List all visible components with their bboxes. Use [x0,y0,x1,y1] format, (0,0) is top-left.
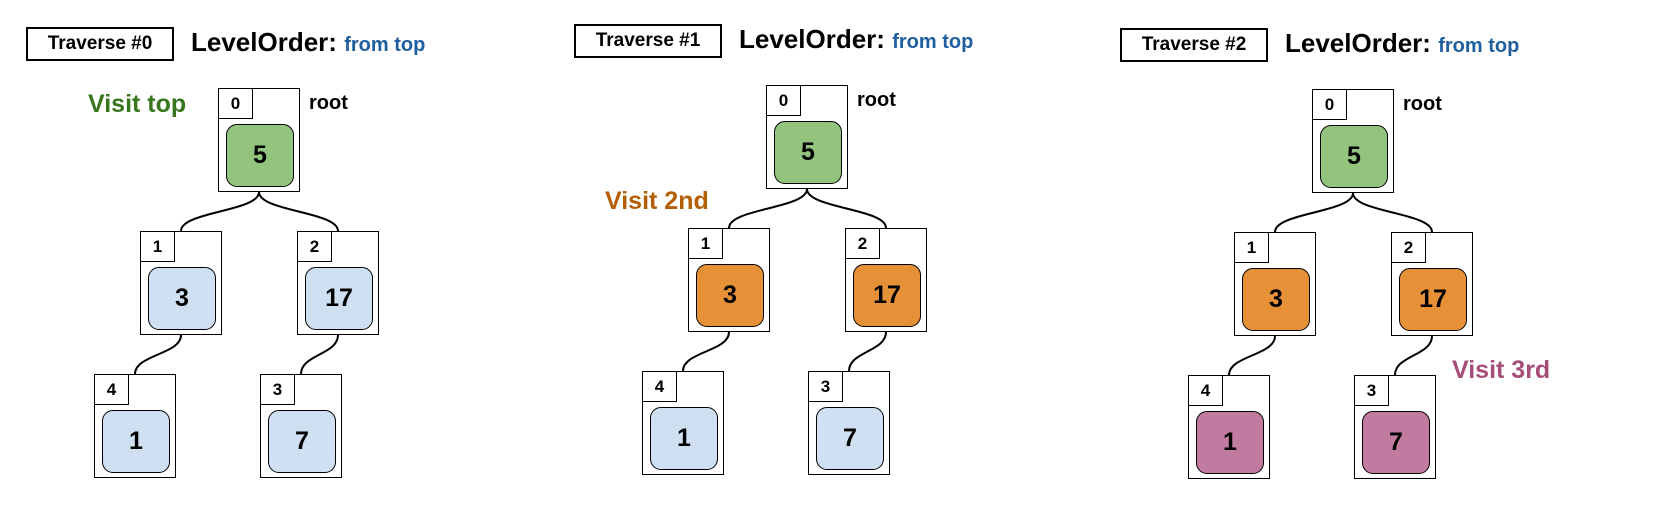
node-value: 17 [853,264,921,327]
node-value: 17 [1399,268,1467,331]
title-text: LevelOrder: [191,27,337,57]
node-value: 7 [268,410,336,473]
tree-edge [1352,192,1433,233]
level-order-title: LevelOrder: from top [1285,28,1519,59]
node-index: 2 [1392,233,1426,263]
node-value: 5 [1320,125,1388,188]
node-value: 3 [696,264,764,327]
tree-edge [848,331,887,372]
tree-edges [1228,192,1433,376]
node-index: 0 [767,86,801,116]
tree-edges [682,188,887,372]
subtitle-text: from top [1438,35,1520,57]
node-value: 5 [774,121,842,184]
node-index: 1 [1235,233,1269,263]
root-label: root [309,92,348,114]
node-index: 0 [219,89,253,119]
node-value: 5 [226,124,294,187]
subtitle-text: from top [892,31,974,53]
traverse-label: Traverse #1 [574,24,722,58]
tree-edge [1394,335,1433,376]
node-index: 4 [643,372,677,402]
level-order-title: LevelOrder: from top [739,24,973,55]
traverse-panel: Traverse #0 LevelOrder: from top root Visit… [0,0,560,519]
node-index: 2 [298,232,332,262]
tree-edge [258,191,339,232]
tree-edge [300,334,339,375]
tree-edge [728,188,808,229]
tree-edge [682,331,730,372]
title-text: LevelOrder: [739,24,885,54]
node-value: 7 [816,407,884,470]
subtitle-text: from top [344,34,426,56]
node-index: 0 [1313,90,1347,120]
node-index: 3 [261,375,295,405]
node-value: 1 [1196,411,1264,474]
traverse-label: Traverse #2 [1120,28,1268,62]
node-index: 3 [1355,376,1389,406]
node-index: 1 [689,229,723,259]
root-label: root [1403,93,1442,115]
visit-label: Visit 2nd [605,187,709,215]
node-value: 1 [102,410,170,473]
tree-edges [134,191,339,375]
node-index: 3 [809,372,843,402]
node-value: 3 [1242,268,1310,331]
node-index: 1 [141,232,175,262]
node-index: 4 [1189,376,1223,406]
tree-edge [134,334,182,375]
node-value: 7 [1362,411,1430,474]
node-index: 2 [846,229,880,259]
node-index: 4 [95,375,129,405]
node-value: 17 [305,267,373,330]
traverse-label: Traverse #0 [26,27,174,61]
node-value: 3 [148,267,216,330]
node-value: 1 [650,407,718,470]
tree-edge [806,188,887,229]
tree-edge [1228,335,1276,376]
title-text: LevelOrder: [1285,28,1431,58]
tree-edge [1274,192,1354,233]
tree-edge [180,191,260,232]
visit-label: Visit top [88,90,187,118]
root-label: root [857,89,896,111]
level-order-title: LevelOrder: from top [191,27,425,58]
visit-label: Visit 3rd [1452,356,1551,384]
